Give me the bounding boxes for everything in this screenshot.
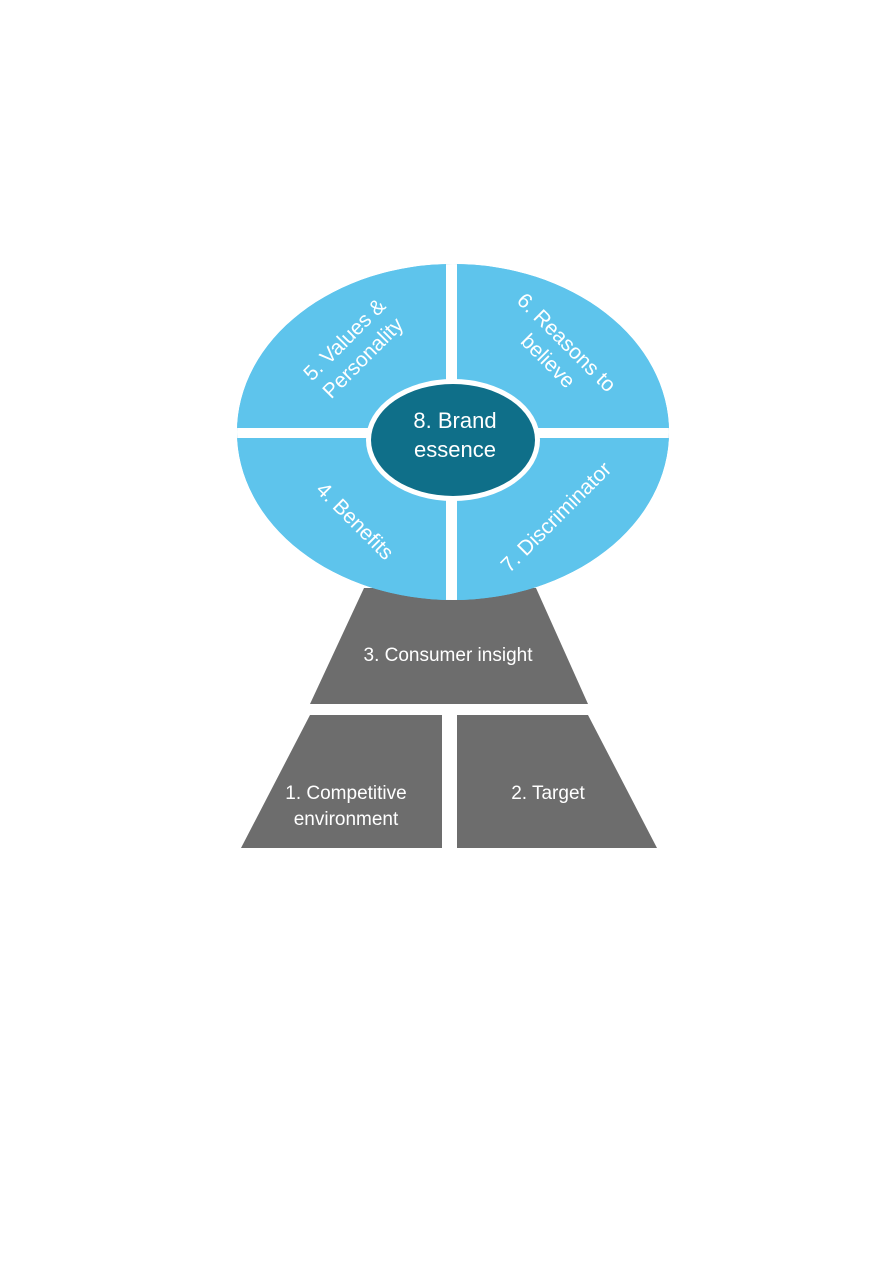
consumer-insight-block	[310, 588, 588, 704]
brand-essence-line2: essence	[414, 437, 496, 462]
base-group	[241, 588, 657, 848]
competitive-environment-block	[241, 715, 442, 848]
target-label: 2. Target	[511, 783, 585, 804]
consumer-insight-label: 3. Consumer insight	[364, 645, 534, 666]
target-block	[457, 715, 657, 848]
competitive-environment-line2: environment	[294, 809, 399, 830]
brand-essence-line1: 8. Brand	[413, 408, 496, 433]
center-ellipse	[371, 384, 535, 496]
competitive-environment-line1: 1. Competitive	[285, 783, 406, 804]
